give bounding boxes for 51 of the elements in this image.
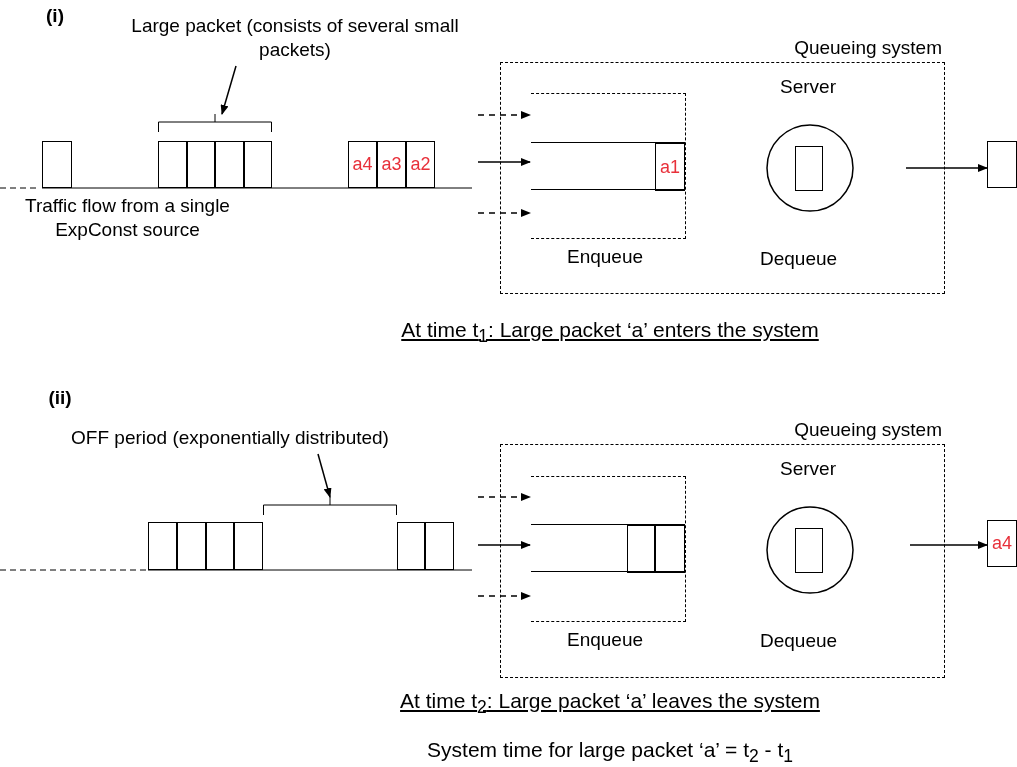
panel-label: (i) <box>46 5 64 26</box>
bracket <box>158 114 272 132</box>
caption-text: Traffic flow from a single ExpConst source <box>25 195 230 240</box>
packet-box <box>215 141 244 188</box>
arrow <box>477 493 531 501</box>
packet-box <box>627 525 655 573</box>
callout-text: OFF period (exponentially distributed) <box>40 426 420 454</box>
arrow <box>477 541 531 549</box>
packet-box <box>177 522 206 570</box>
packet-box <box>425 522 454 570</box>
packet-box <box>987 141 1017 188</box>
arrow <box>909 541 988 549</box>
dequeue-label: Dequeue <box>760 630 838 652</box>
packet-box <box>187 141 215 188</box>
box-title: Queueing system <box>794 419 942 441</box>
packet-box <box>795 528 823 573</box>
server-label: Server <box>780 458 836 480</box>
box-title: Queueing system <box>794 37 942 59</box>
time-caption: At time t$_{1}$: Large packet ‘a’ enters the system <box>401 318 819 341</box>
packet-box: a3 <box>377 141 406 188</box>
packet-box <box>397 522 425 570</box>
packet-box <box>244 141 272 188</box>
packet-box: a4 <box>348 141 377 188</box>
packet-box <box>42 141 72 188</box>
packet-box: a2 <box>406 141 435 188</box>
queue-buffer <box>531 142 685 190</box>
arrow <box>477 209 531 217</box>
server-label: Server <box>780 76 836 98</box>
packet-box <box>795 146 823 191</box>
packet-box: a4 <box>987 520 1017 567</box>
packet-box <box>158 141 187 188</box>
time-caption: At time t$_{2}$: Large packet ‘a’ leaves the system <box>400 689 820 712</box>
enqueue-label: Enqueue <box>567 629 644 651</box>
arrow <box>477 158 531 166</box>
arrow <box>477 592 531 600</box>
queue-buffer <box>531 524 685 572</box>
formula-text: System time for large packet ‘a’ = t$_{2}$ - t$_{1}$ <box>427 738 793 761</box>
enqueue-label: Enqueue <box>567 246 644 268</box>
leader-arrow <box>220 65 237 115</box>
callout-text: Large packet (consists of several small packets) <box>105 14 485 66</box>
packet-box <box>655 525 685 573</box>
panel-label: (ii) <box>48 387 72 408</box>
arrow <box>905 164 988 172</box>
packet-box <box>206 522 234 570</box>
packet-box <box>234 522 263 570</box>
bracket <box>263 497 397 515</box>
dequeue-label: Dequeue <box>760 248 838 270</box>
packet-box <box>148 522 177 570</box>
leader-arrow <box>317 453 332 498</box>
arrow <box>477 111 531 119</box>
packet-box: a1 <box>655 143 685 191</box>
